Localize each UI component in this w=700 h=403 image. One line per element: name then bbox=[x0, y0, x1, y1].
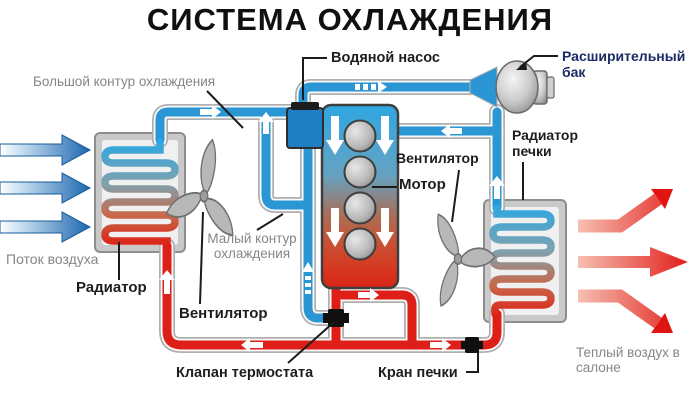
label-air-flow: Поток воздуха bbox=[6, 251, 99, 267]
label-thermostat-valve: Клапан термостата bbox=[176, 365, 314, 381]
label-heater-radiator: Радиатор печки bbox=[512, 127, 578, 159]
label-motor: Мотор bbox=[399, 176, 446, 193]
cylinder bbox=[343, 155, 377, 189]
engine-block bbox=[320, 103, 400, 290]
water-pump bbox=[286, 102, 324, 149]
heater-tap-valve bbox=[461, 337, 483, 353]
label-expansion-tank: Расширительный бак bbox=[562, 48, 686, 80]
tank-funnel bbox=[469, 66, 498, 108]
engine-flow-arrow bbox=[376, 116, 394, 155]
engine-flow-arrow bbox=[326, 208, 344, 247]
engine-flow-arrow bbox=[326, 116, 344, 155]
cylinder bbox=[343, 227, 377, 261]
leader-lines bbox=[118, 55, 558, 373]
label-small-circuit: Малый контур охлаждения bbox=[207, 231, 297, 262]
cylinder bbox=[343, 191, 377, 225]
label-warm-air: Теплый воздух в салоне bbox=[576, 345, 680, 376]
expansion-tank bbox=[495, 60, 555, 114]
radiator-fan bbox=[163, 136, 239, 244]
page-title: СИСТЕМА ОХЛАЖДЕНИЯ bbox=[146, 2, 554, 37]
label-heater-tap: Кран печки bbox=[378, 365, 458, 381]
heater-fan bbox=[432, 208, 496, 312]
label-big-circuit: Большой контур охлаждения bbox=[33, 74, 216, 89]
engine-flow-arrow bbox=[376, 208, 394, 247]
air-flow-arrows bbox=[0, 134, 92, 243]
label-fan-left: Вентилятор bbox=[179, 305, 268, 322]
flow-arrows bbox=[159, 81, 505, 352]
radiator-coil bbox=[101, 138, 179, 250]
label-water-pump: Водяной насос bbox=[331, 50, 440, 66]
label-radiator: Радиатор bbox=[76, 279, 147, 296]
warm-air-arrows bbox=[578, 189, 688, 333]
label-fan-right: Вентилятор bbox=[396, 150, 479, 166]
heater-coil bbox=[489, 204, 555, 318]
cylinder bbox=[343, 119, 377, 153]
